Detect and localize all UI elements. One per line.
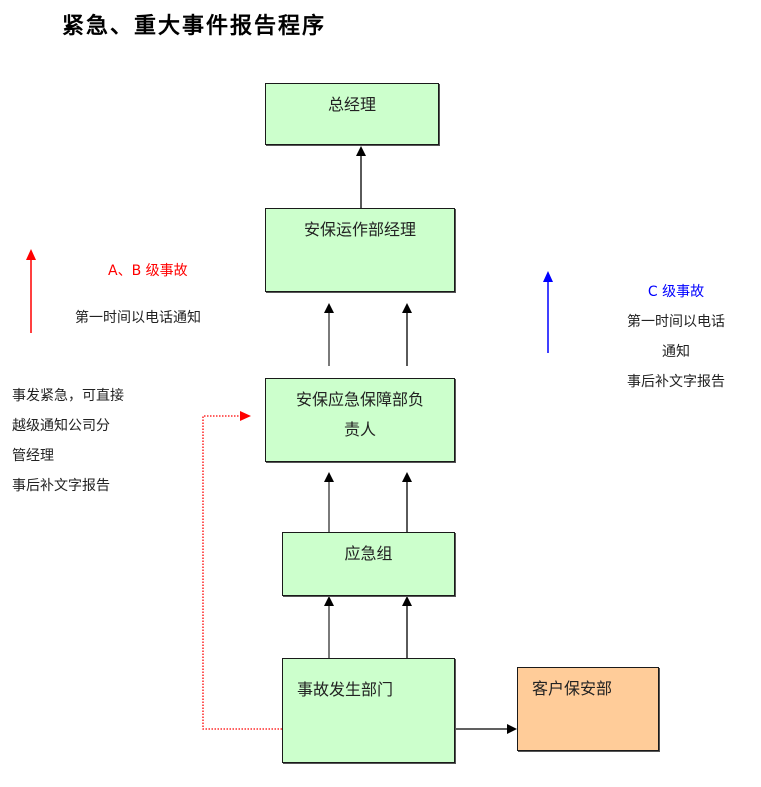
arrow-group-to-head-left [324,472,334,532]
red-legend-arrow [26,249,36,333]
c-level-line3: 事后补文字报告 [627,374,725,390]
ab-level-label: A、B 级事故 [108,263,188,279]
box-incident-department-label: 事故发生部门 [297,680,394,699]
box-client-security-department: 客户保安部 [517,667,659,751]
arrow-head-to-ops-right [402,303,412,366]
box-security-emergency-head-line1: 安保应急保障部负 [295,390,424,409]
c-level-label: C 级事故 [647,284,705,300]
arrow-group-to-head-right [402,472,412,532]
box-security-ops-manager: 安保运作部经理 [265,208,455,292]
box-security-emergency-head-line2: 责人 [343,420,376,439]
page-title: 紧急、重大事件报告程序 [62,13,327,39]
urgent-line1: 事发紧急，可直接 [12,388,124,404]
urgent-line4: 事后补文字报告 [12,478,110,494]
arrow-incident-to-group-right [402,596,412,658]
c-level-line2: 通知 [662,344,690,360]
ab-level-line1: 第一时间以电话通知 [75,310,201,326]
urgent-note: 事发紧急，可直接 越级通知公司分 管经理 事后补文字报告 [12,381,124,501]
arrow-incident-to-group-left [324,596,334,658]
arrow-urgent-bypass [202,411,282,730]
urgent-line2: 越级通知公司分 [12,418,110,434]
box-emergency-group-label: 应急组 [344,544,393,563]
box-incident-department: 事故发生部门 [282,658,455,763]
c-level-line1: 第一时间以电话 [627,314,725,330]
arrow-head-to-ops-left [324,303,334,366]
c-level-note: C 级事故 第一时间以电话 通知 事后补文字报告 [608,277,744,397]
box-security-emergency-head: 安保应急保障部负 责人 [265,378,455,462]
box-emergency-group: 应急组 [282,532,455,596]
box-general-manager: 总经理 [265,83,439,145]
box-client-security-department-label: 客户保安部 [532,679,613,698]
box-security-ops-manager-label: 安保运作部经理 [303,220,416,239]
box-general-manager-label: 总经理 [327,95,376,114]
blue-legend-arrow [543,271,553,353]
arrow-ops-to-gm [356,146,366,208]
arrow-incident-to-client-security [454,724,517,734]
urgent-line3: 管经理 [12,448,54,464]
